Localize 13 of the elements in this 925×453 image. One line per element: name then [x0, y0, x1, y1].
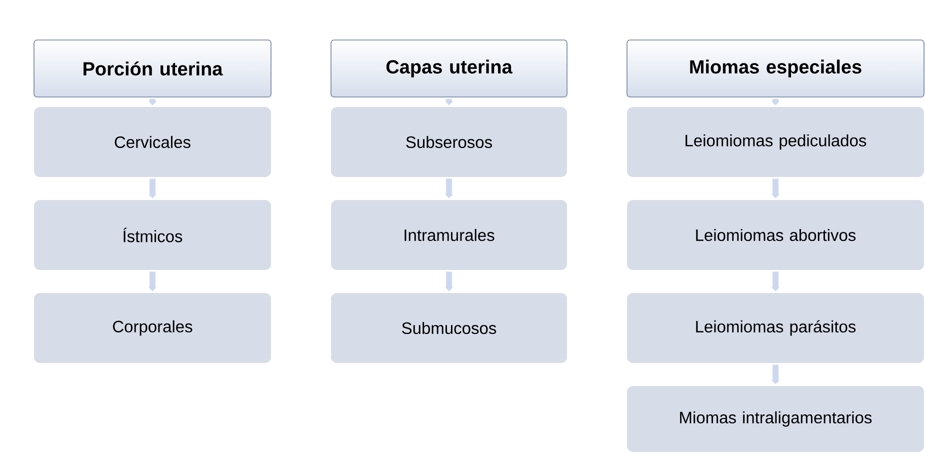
header-box: Capas uterina — [330, 40, 568, 98]
list-box: Ístmicos — [34, 200, 271, 270]
list-box: Leiomiomas pediculados — [627, 107, 924, 177]
list-box: Intramurales — [331, 200, 567, 270]
list-box: Leiomiomas abortivos — [627, 200, 924, 270]
header-box: Porción uterina — [34, 40, 272, 98]
list-box: Corporales — [34, 293, 271, 363]
list-box: Leiomiomas parásitos — [627, 293, 924, 363]
header-box: Miomas especiales — [626, 40, 924, 98]
list-box: Miomas intraligamentarios — [627, 386, 924, 452]
list-box: Subserosos — [331, 107, 567, 177]
list-box: Submucosos — [331, 293, 567, 363]
list-box: Cervicales — [34, 107, 271, 177]
